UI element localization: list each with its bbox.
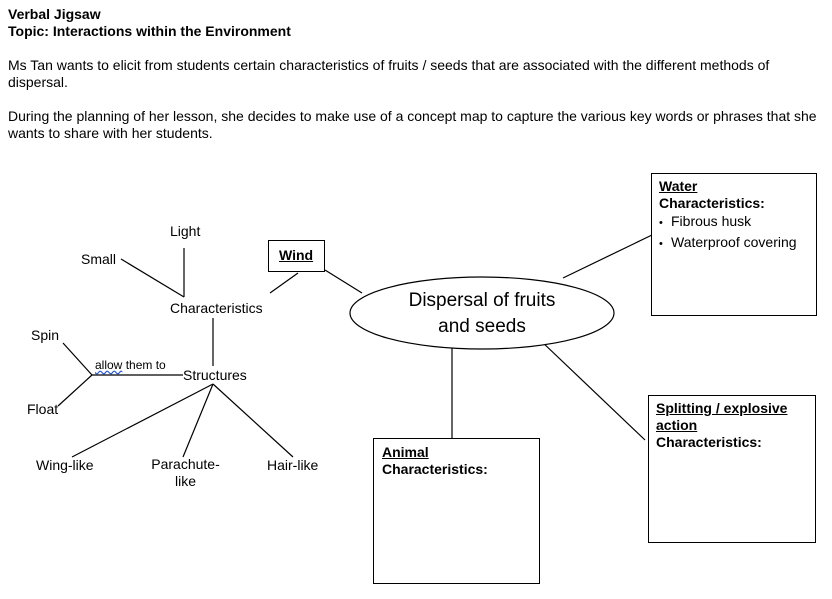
water-characteristics-list: Fibrous husk Waterproof covering — [659, 212, 797, 254]
splitting-box: Splitting / explosive action Characteris… — [648, 395, 816, 543]
parachute-like-line2: like — [174, 473, 196, 489]
connector-structures-parachute — [182, 383, 214, 458]
animal-subtitle: Characteristics: — [382, 461, 488, 477]
center-ellipse — [349, 276, 615, 350]
connector-center-water — [562, 234, 653, 279]
structures-label: Structures — [183, 367, 247, 383]
wind-box: Wind — [268, 240, 325, 272]
water-subtitle: Characteristics: — [659, 195, 765, 211]
connector-small-characteristics — [120, 258, 185, 298]
splitting-title-line1: Splitting / explosive — [656, 400, 788, 416]
connector-float-structures — [57, 374, 93, 407]
characteristics-label: Characteristics — [170, 300, 263, 316]
parachute-like-label: Parachute- like — [148, 456, 223, 490]
spin-label: Spin — [31, 327, 60, 343]
water-box: Water Characteristics: Fibrous husk Wate… — [651, 173, 817, 316]
center-node: Dispersal of fruits and seeds — [350, 288, 614, 340]
splitting-subtitle: Characteristics: — [656, 434, 762, 450]
allow-them-to-label: allow them to — [95, 357, 166, 374]
connector-characteristics-wind — [269, 272, 299, 294]
them-to-word: them to — [122, 358, 166, 372]
wing-like-label: Wing-like — [36, 457, 94, 473]
center-node-line2: and seeds — [438, 316, 526, 337]
water-item-fibrous-husk: Fibrous husk — [659, 212, 797, 233]
allow-word: allow — [95, 358, 123, 372]
worksheet-topic: Topic: Interactions within the Environme… — [8, 23, 291, 39]
animal-box: Animal Characteristics: — [373, 438, 540, 584]
hair-like-label: Hair-like — [267, 457, 319, 473]
connector-structures-hairlike — [212, 383, 294, 458]
water-title: Water — [659, 178, 698, 194]
center-node-line1: Dispersal of fruits — [408, 290, 556, 311]
parachute-like-line1: Parachute- — [151, 456, 220, 472]
connector-center-splitting — [539, 339, 646, 441]
connector-structures-winglike — [71, 383, 214, 458]
connector-wind-center — [324, 269, 363, 294]
light-label: Light — [170, 223, 201, 239]
planning-paragraph: During the planning of her lesson, she d… — [8, 108, 817, 141]
worksheet-title: Verbal Jigsaw — [8, 6, 101, 22]
intro-paragraph: Ms Tan wants to elicit from students cer… — [8, 57, 770, 90]
float-label: Float — [27, 401, 59, 417]
animal-title: Animal — [382, 444, 429, 460]
water-item-waterproof-covering: Waterproof covering — [659, 233, 797, 254]
wind-label: Wind — [279, 247, 314, 263]
splitting-title-line2: action — [656, 417, 698, 433]
connector-spin-structures — [62, 342, 93, 376]
small-label: Small — [81, 251, 117, 267]
